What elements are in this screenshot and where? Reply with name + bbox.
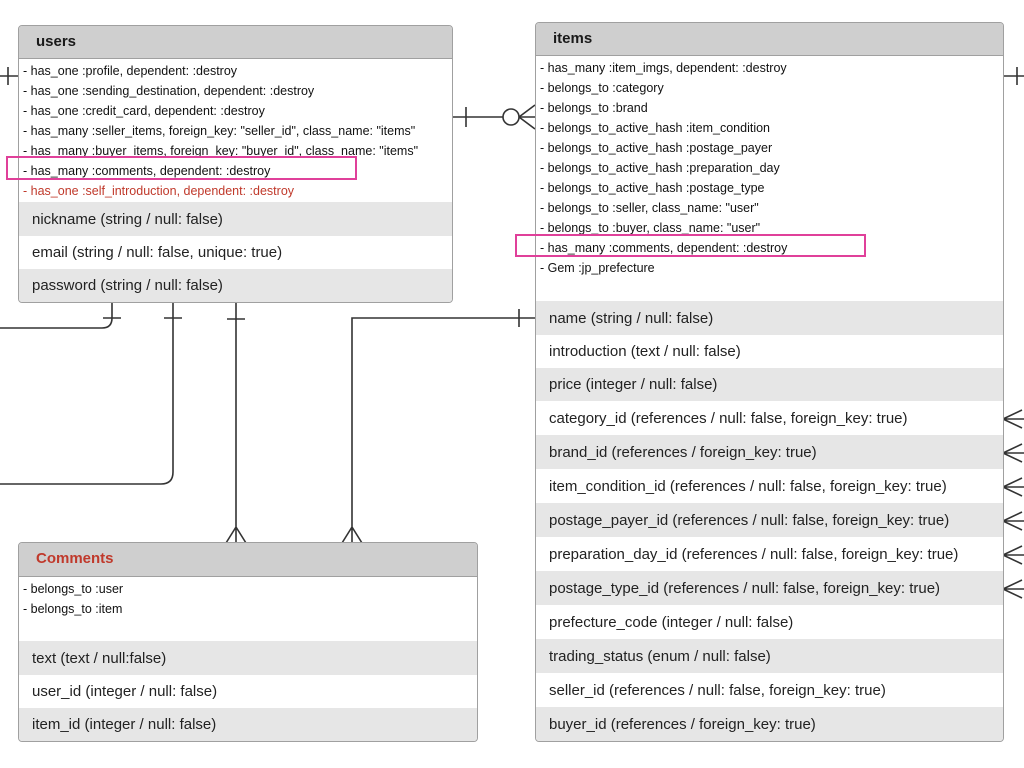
- users-assoc-line: - has_many :buyer_items, foreign_key: "b…: [23, 144, 419, 158]
- items-assoc-line: - belongs_to :buyer, class_name: "user": [540, 221, 761, 235]
- users-comments-connector: [225, 302, 247, 544]
- items-field-seller-id: seller_id (references / null: false, for…: [549, 681, 886, 699]
- items-assoc-line: - belongs_to_active_hash :postage_payer: [540, 141, 773, 155]
- items-assoc-line: - belongs_to_active_hash :postage_type: [540, 181, 765, 195]
- users-field-password: password (string / null: false): [19, 269, 452, 302]
- comments-field-item-id: item_id (integer / null: false): [19, 708, 477, 741]
- items-field-prefecture-code: prefecture_code (integer / null: false): [549, 613, 794, 631]
- items-field-buyer-id: buyer_id (references / foreign_key: true…: [536, 707, 1003, 741]
- items-right-crowfoot-day: [1002, 545, 1024, 565]
- comments-assoc-line: - belongs_to :item: [23, 602, 123, 616]
- items-right-crowfoot-type: [1002, 579, 1024, 599]
- items-right-crowfoot-condition: [1002, 477, 1024, 497]
- items-field-preparation-day-id: preparation_day_id (references / null: f…: [549, 545, 959, 563]
- items-comments-connector: [341, 309, 536, 544]
- comments-field-text: text (text / null:false): [19, 641, 477, 675]
- items-assoc-line: - belongs_to :category: [540, 81, 664, 95]
- items-field-introduction: introduction (text / null: false): [549, 343, 741, 360]
- items-assoc-line: - belongs_to_active_hash :preparation_da…: [540, 161, 780, 175]
- users-loop-connector: [0, 302, 182, 485]
- items-field-category-id: category_id (references / null: false, f…: [549, 409, 908, 427]
- users-entity[interactable]: users - has_one :profile, dependent: :de…: [18, 25, 453, 303]
- users-assoc-line: - has_one :sending_destination, dependen…: [23, 84, 315, 98]
- users-associations: - has_one :profile, dependent: :destroy …: [19, 59, 452, 201]
- items-right-crowfoot-brand: [1002, 443, 1024, 463]
- items-assoc-line-comments: - has_many :comments, dependent: :destro…: [540, 241, 788, 255]
- users-assoc-line-self-introduction: - has_one :self_introduction, dependent:…: [23, 184, 295, 198]
- users-entity-title: users: [19, 26, 452, 59]
- comments-field-user-id: user_id (integer / null: false): [32, 683, 218, 700]
- items-assoc-line: - belongs_to :brand: [540, 101, 648, 115]
- users-left-connector: [0, 67, 18, 85]
- items-assoc-line: - belongs_to_active_hash :item_condition: [540, 121, 771, 135]
- users-assoc-line: - has_one :profile, dependent: :destroy: [23, 64, 238, 78]
- items-entity[interactable]: items - has_many :item_imgs, dependent: …: [535, 22, 1004, 742]
- items-right-crowfoot-category: [1002, 409, 1024, 429]
- users-assoc-line: - has_one :credit_card, dependent: :dest…: [23, 104, 265, 118]
- comments-fields: text (text / null:false) user_id (intege…: [19, 641, 477, 741]
- items-field-name: name (string / null: false): [536, 301, 1003, 335]
- users-fields: nickname (string / null: false) email (s…: [19, 202, 452, 302]
- items-right-crowfoot-payer: [1002, 511, 1024, 531]
- items-fields: name (string / null: false) introduction…: [536, 301, 1003, 741]
- users-field-email: email (string / null: false, unique: tru…: [32, 244, 283, 261]
- users-assoc-line-comments: - has_many :comments, dependent: :destro…: [23, 164, 271, 178]
- comments-entity[interactable]: Comments - belongs_to :user - belongs_to…: [18, 542, 478, 742]
- users-items-zero-mark: [502, 108, 520, 126]
- users-assoc-line: - has_many :seller_items, foreign_key: "…: [23, 124, 416, 138]
- items-field-price: price (integer / null: false): [536, 368, 1003, 401]
- comments-assoc-line: - belongs_to :user: [23, 582, 124, 596]
- items-comments-highlight: [515, 234, 866, 257]
- items-field-brand-id: brand_id (references / foreign_key: true…: [536, 435, 1003, 469]
- items-field-trading-status: trading_status (enum / null: false): [536, 639, 1003, 673]
- users-field-nickname: nickname (string / null: false): [19, 202, 452, 236]
- users-items-crowfoot: [518, 104, 536, 130]
- items-field-postage-type-id: postage_type_id (references / null: fals…: [536, 571, 1003, 605]
- comments-associations: - belongs_to :user - belongs_to :item: [19, 577, 477, 619]
- comments-entity-title: Comments: [19, 543, 477, 577]
- items-assoc-line: - has_many :item_imgs, dependent: :destr…: [540, 61, 787, 75]
- items-assoc-line: - belongs_to :seller, class_name: "user": [540, 201, 759, 215]
- items-assoc-line: - Gem :jp_prefecture: [540, 261, 655, 275]
- items-right-connector-top: [1003, 67, 1024, 85]
- items-field-postage-payer-id: postage_payer_id (references / null: fal…: [536, 503, 1003, 537]
- items-entity-title: items: [536, 23, 1003, 56]
- users-bottom-left-connector: [0, 302, 121, 329]
- items-field-item-condition-id: item_condition_id (references / null: fa…: [549, 477, 947, 495]
- users-comments-highlight: [6, 156, 357, 180]
- items-associations: - has_many :item_imgs, dependent: :destr…: [536, 56, 1003, 278]
